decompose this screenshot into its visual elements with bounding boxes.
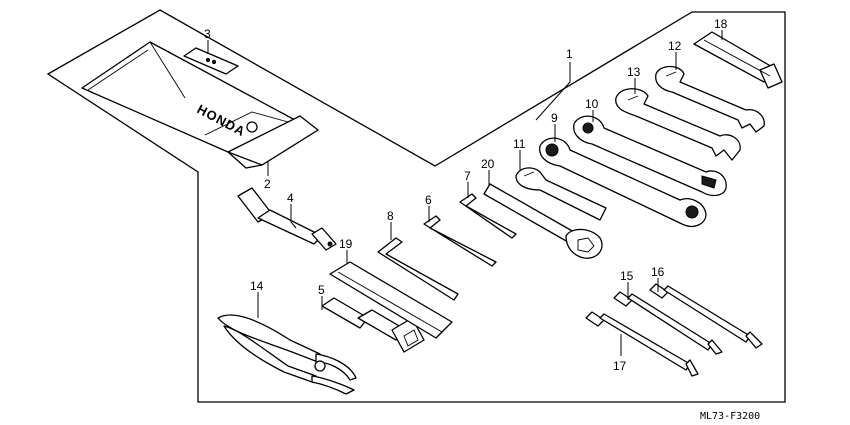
callout-6: 6 — [425, 193, 432, 207]
tommy-bar — [329, 261, 453, 339]
kit-boundary — [46, 9, 786, 403]
hex-key-7 — [459, 193, 517, 239]
callout-9: 9 — [551, 111, 558, 125]
callout-4: 4 — [287, 191, 294, 205]
extension-bar — [237, 187, 337, 251]
leader-lines — [207, 30, 723, 356]
spanner-11 — [515, 167, 607, 221]
screwdriver-17 — [585, 311, 699, 377]
spanner-12 — [655, 65, 765, 133]
wrench-9 — [539, 137, 707, 228]
callout-7: 7 — [464, 169, 471, 183]
pliers — [217, 314, 357, 395]
spanner-20 — [483, 183, 603, 259]
callout-19: 19 — [339, 237, 353, 251]
callout-11: 11 — [513, 137, 526, 151]
callout-16: 16 — [651, 265, 665, 279]
callout-8: 8 — [387, 209, 394, 223]
callout-numbers: 1 2 3 4 5 6 7 8 9 10 11 12 13 14 15 16 1… — [204, 17, 728, 373]
screwdriver-16 — [649, 283, 763, 349]
drawing-code: ML73-F3200 — [700, 411, 760, 422]
hex-key-8 — [377, 237, 459, 301]
screwdriver-handle — [693, 31, 783, 89]
wrench-10 — [573, 115, 727, 197]
callout-17: 17 — [613, 359, 627, 373]
hex-key-6 — [423, 215, 497, 267]
callout-5: 5 — [318, 283, 325, 297]
plug-wrench — [321, 297, 425, 353]
callout-20: 20 — [481, 157, 495, 171]
callout-12: 12 — [668, 39, 682, 53]
tag-part — [183, 47, 239, 75]
callout-1: 1 — [566, 47, 573, 61]
callout-13: 13 — [627, 65, 641, 79]
callout-18: 18 — [714, 17, 728, 31]
tool-pouch: HONDA — [81, 41, 319, 169]
callout-10: 10 — [585, 97, 599, 111]
callout-15: 15 — [620, 269, 634, 283]
callout-14: 14 — [250, 279, 264, 293]
callout-3: 3 — [204, 27, 211, 41]
spanner-13 — [615, 88, 741, 161]
callout-2: 2 — [264, 177, 271, 191]
screwdriver-15 — [613, 291, 723, 355]
